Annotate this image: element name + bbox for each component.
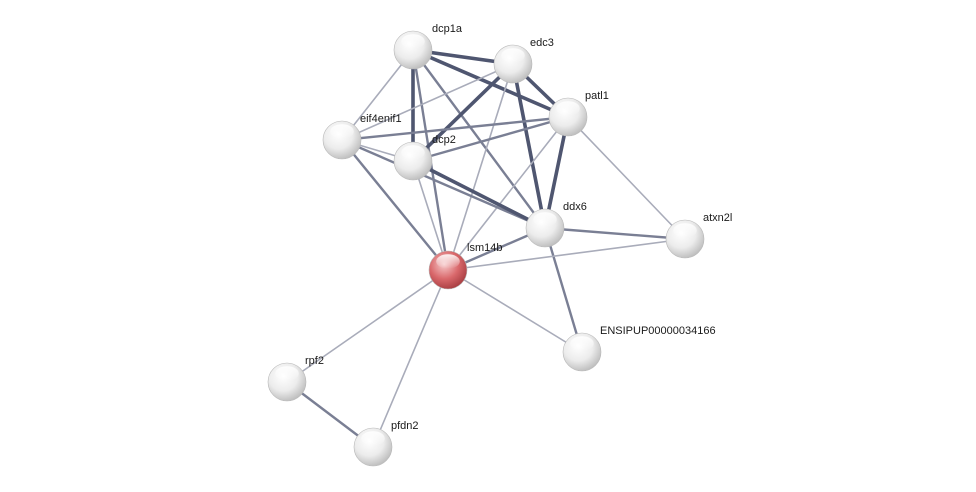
node-highlight [401,34,425,49]
edge-dcp1a-ddx6 [411,48,547,230]
edge-edc3-eif4enif1 [341,63,514,141]
node-highlight [570,336,594,351]
edge-ddx6-ensipup [543,226,584,354]
edge-patl1-eif4enif1 [340,115,570,142]
node-ensipup[interactable]: ENSIPUP00000034166 [562,325,716,372]
node-atxn2l[interactable]: atxn2l [665,212,732,259]
edge-patl1-dcp2 [411,115,570,163]
edge-lsm14b-rpf2 [286,269,449,383]
node-label: rpf2 [305,355,324,367]
node-highlight [501,48,525,63]
node-lsm14b[interactable]: lsm14b [428,242,502,290]
node-ddx6[interactable]: ddx6 [525,201,587,248]
node-highlight [401,145,425,160]
edge-eif4enif1-ddx6 [340,138,547,230]
node-label: patl1 [585,90,609,102]
node-pfdn2[interactable]: pfdn2 [353,420,419,467]
node-dcp1a[interactable]: dcp1a [393,23,463,70]
node-dcp2[interactable]: dcp2 [393,134,456,181]
node-edc3[interactable]: edc3 [493,37,554,84]
node-label: dcp2 [432,134,456,146]
edge-eif4enif1-lsm14b [340,138,450,272]
node-label: ENSIPUP00000034166 [600,325,716,337]
nodes-layer: dcp1a edc3 patl1 eif4enif1 dcp2 ddx6 atxn2l lsm… [267,23,732,467]
node-label: eif4enif1 [360,113,402,125]
node-label: lsm14b [467,242,502,254]
node-label: atxn2l [703,212,732,224]
node-label: ddx6 [563,201,587,213]
node-highlight [361,431,385,446]
node-label: dcp1a [432,23,463,35]
edge-ddx6-atxn2l [543,226,687,241]
node-label: pfdn2 [391,420,419,432]
node-highlight [673,223,697,238]
node-highlight [533,212,557,227]
edge-edc3-lsm14b [447,63,514,271]
edge-lsm14b-ensipup [447,269,583,353]
edge-edc3-dcp2 [411,62,515,163]
node-eif4enif1[interactable]: eif4enif1 [322,113,402,160]
edge-dcp2-ddx6 [411,159,547,230]
node-rpf2[interactable]: rpf2 [267,355,324,402]
edge-lsm14b-pfdn2 [372,269,449,448]
node-label: edc3 [530,37,554,49]
node-highlight [436,254,460,269]
node-highlight [275,366,299,381]
edge-lsm14b-atxn2l [447,238,686,271]
node-highlight [330,124,354,139]
edge-patl1-atxn2l [567,116,686,240]
edge-edc3-ddx6 [511,62,547,230]
node-highlight [556,101,580,116]
node-patl1[interactable]: patl1 [548,90,609,137]
edge-patl1-lsm14b [447,116,569,271]
